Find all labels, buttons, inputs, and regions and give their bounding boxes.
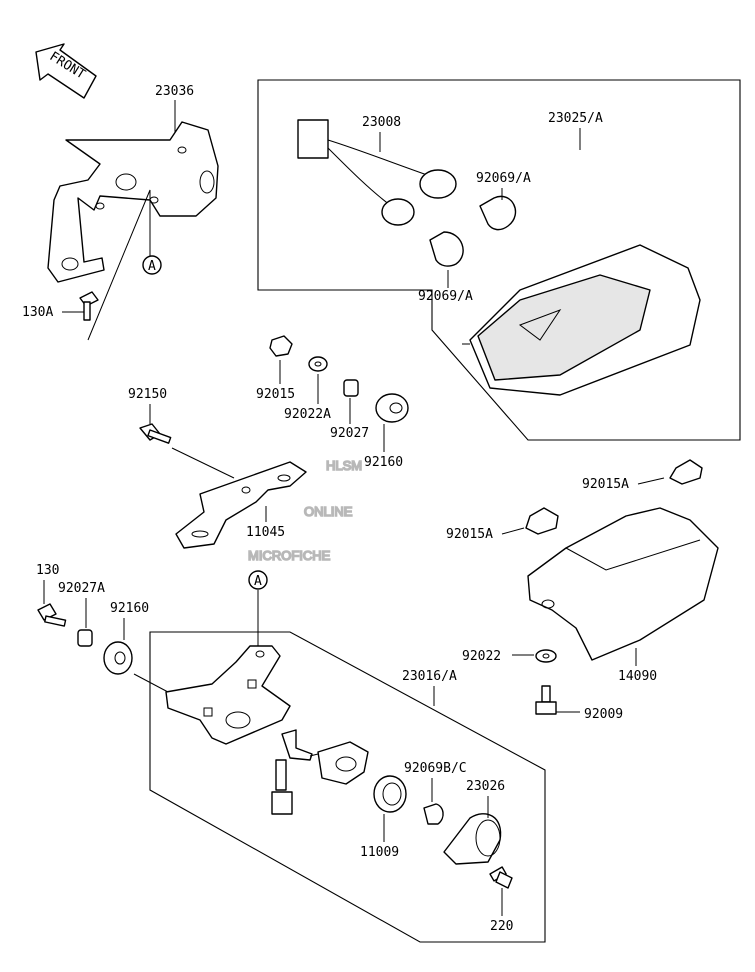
callout-a-icon: A xyxy=(142,255,162,275)
license-lamp-assembly-box xyxy=(149,631,546,943)
nut-92015A-lower xyxy=(525,507,559,535)
washer-92022 xyxy=(535,649,557,663)
label-92160-bottom: 92160 xyxy=(110,601,149,616)
license-lamp-socket xyxy=(317,741,369,785)
label-92027A: 92027A xyxy=(58,581,105,596)
bolt-130A xyxy=(79,291,99,321)
license-socket-wire xyxy=(271,729,327,815)
svg-text:MICROFICHE: MICROFICHE xyxy=(248,548,331,563)
label-23016A: 23016/A xyxy=(402,669,457,684)
label-92015: 92015 xyxy=(256,387,295,402)
label-92069BC: 92069B/C xyxy=(404,761,467,776)
screw-220 xyxy=(489,866,513,889)
label-92022A: 92022A xyxy=(284,407,331,422)
collar-92027 xyxy=(343,379,359,397)
housing-14090 xyxy=(527,507,719,661)
bracket-11045 xyxy=(175,461,307,549)
label-92150: 92150 xyxy=(128,387,167,402)
label-92009: 92009 xyxy=(584,707,623,722)
bracket-23036 xyxy=(47,121,219,283)
svg-text:A: A xyxy=(254,574,262,589)
watermark: HLSM ONLINE MICROFICHE xyxy=(247,457,363,564)
label-130A: 130A xyxy=(22,305,53,320)
callout-a-icon: A xyxy=(248,570,268,590)
lens-23026 xyxy=(443,813,502,865)
collar-92027A xyxy=(77,629,93,647)
license-lamp-bracket xyxy=(165,645,291,745)
bolt-92150 xyxy=(139,423,172,444)
bulb-92069BC xyxy=(423,803,444,825)
label-92069A-1: 92069/A xyxy=(476,171,531,186)
label-92015A-2: 92015A xyxy=(446,527,493,542)
label-92069A-2: 92069/A xyxy=(418,289,473,304)
bolt-130 xyxy=(37,603,67,627)
nut-92015A-upper xyxy=(669,459,703,485)
label-23026: 23026 xyxy=(466,779,505,794)
label-92027: 92027 xyxy=(330,426,369,441)
screw-92009 xyxy=(535,685,557,715)
gasket-11009 xyxy=(373,775,407,813)
bulb-92069A-upper xyxy=(479,195,517,231)
label-11045: 11045 xyxy=(246,525,285,540)
svg-text:ONLINE: ONLINE xyxy=(304,504,353,519)
label-23008: 23008 xyxy=(362,115,401,130)
nut-92015 xyxy=(269,335,293,357)
socket-harness-23008 xyxy=(297,119,457,226)
label-130: 130 xyxy=(36,563,59,578)
grommet-92160-top xyxy=(375,393,409,423)
label-11009: 11009 xyxy=(360,845,399,860)
tail-lamp-lens xyxy=(462,244,701,396)
grommet-92160-bottom xyxy=(103,641,133,675)
label-23025A: 23025/A xyxy=(548,111,603,126)
svg-text:A: A xyxy=(148,259,156,274)
label-220: 220 xyxy=(490,919,513,934)
tail-lamp-assembly-box xyxy=(257,79,741,441)
label-92015A-1: 92015A xyxy=(582,477,629,492)
svg-text:HLSM: HLSM xyxy=(326,458,362,473)
label-92160-top: 92160 xyxy=(364,455,403,470)
washer-92022A xyxy=(308,356,328,372)
bulb-92069A-lower xyxy=(429,231,464,267)
label-14090: 14090 xyxy=(618,669,657,684)
front-arrow-icon: FRONT xyxy=(35,43,97,99)
label-23036: 23036 xyxy=(155,84,194,99)
label-92022: 92022 xyxy=(462,649,501,664)
